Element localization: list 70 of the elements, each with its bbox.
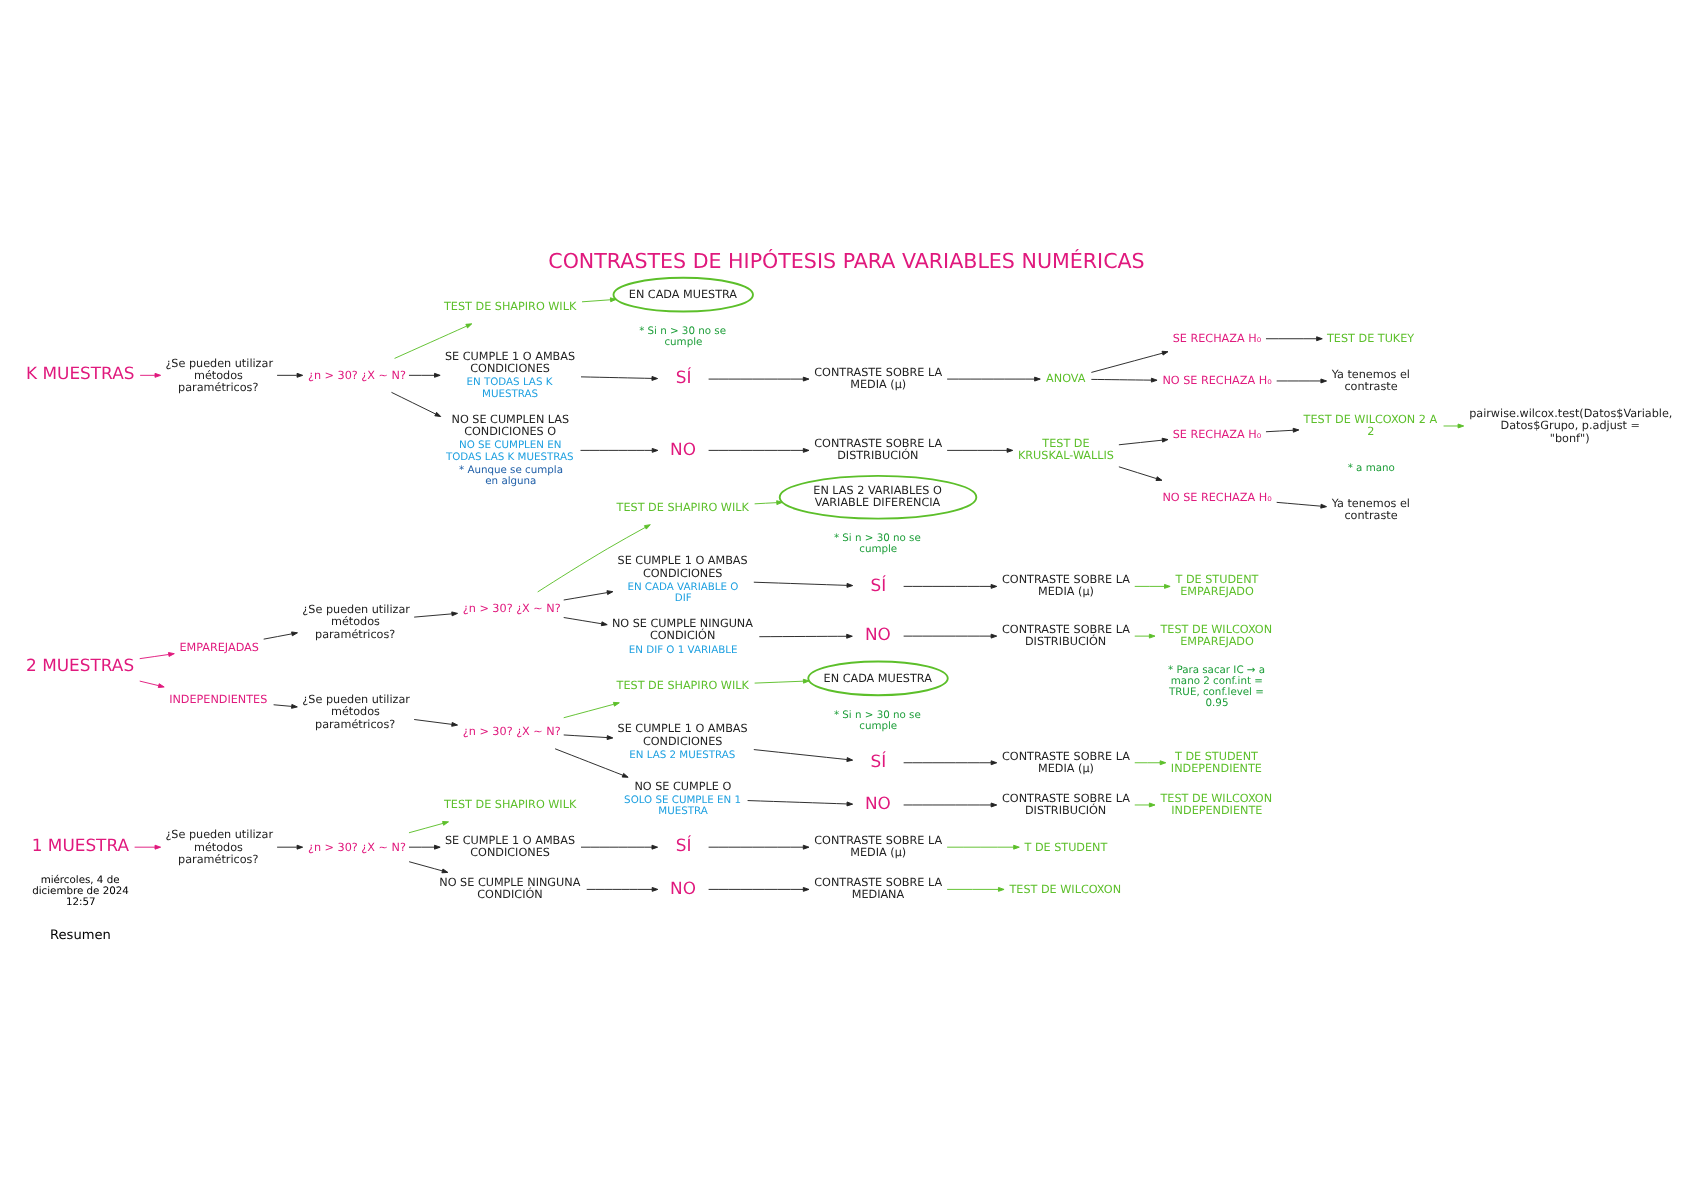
arrow (903, 759, 998, 765)
node-text: NO (864, 623, 891, 644)
arrow (1134, 801, 1156, 807)
arrow (1090, 349, 1169, 372)
arrow (391, 390, 442, 416)
arrow (903, 801, 998, 807)
arrow (903, 582, 998, 588)
arrow (1276, 500, 1327, 508)
arrow (946, 885, 1005, 891)
node-text: 1 MUESTRA (31, 834, 130, 855)
arrow (413, 610, 458, 617)
arrow (903, 632, 998, 638)
arrow (408, 371, 441, 377)
arrow (134, 843, 162, 849)
arrow (1443, 422, 1465, 428)
arrow (273, 702, 298, 708)
arrow (1265, 335, 1323, 341)
node-text: K MUESTRAS (26, 362, 135, 383)
arrow (408, 820, 449, 833)
arrow (747, 799, 854, 806)
arrow (753, 580, 854, 587)
arrow (708, 446, 810, 452)
arrow (1090, 376, 1158, 382)
arrow (580, 843, 659, 849)
node-text: NO (670, 437, 696, 458)
arrow (276, 843, 304, 849)
arrow (139, 371, 162, 377)
arrow (754, 499, 783, 505)
arrow (537, 523, 651, 592)
node-text: SÍ (675, 366, 692, 387)
arrow (580, 374, 659, 380)
arrow (554, 747, 629, 777)
arrow (139, 679, 165, 688)
arrow (1265, 426, 1300, 432)
arrow (276, 371, 304, 377)
arrow (1276, 377, 1327, 383)
arrow (1134, 632, 1156, 638)
arrow (563, 616, 608, 626)
arrow (394, 322, 473, 358)
arrow (708, 843, 810, 849)
arrow (139, 651, 175, 659)
arrow (1134, 582, 1171, 588)
node-text: NO (864, 792, 891, 813)
arrow (754, 677, 810, 683)
arrow (946, 843, 1020, 849)
diagram-title: CONTRASTES DE HIPÓTESIS PARA VARIABLES NUMÉRICAS (548, 249, 1145, 274)
arrow (563, 733, 614, 739)
arrow (563, 589, 614, 600)
arrow (408, 860, 449, 873)
arrow (753, 748, 854, 761)
arrow (263, 630, 298, 639)
arrow (1118, 436, 1169, 445)
arrow (413, 718, 458, 726)
arrow (946, 446, 1014, 452)
node-text: NO (670, 876, 696, 897)
arrow (946, 375, 1041, 381)
node-text: SÍ (675, 834, 692, 855)
arrow (581, 296, 617, 302)
node-text: SÍ (870, 573, 887, 594)
arrow (758, 632, 853, 638)
node-text: SÍ (870, 749, 887, 770)
arrow (708, 375, 810, 381)
arrow (586, 885, 659, 891)
arrow (580, 446, 659, 452)
arrow (1118, 465, 1163, 480)
arrow (708, 885, 810, 891)
arrow (563, 700, 620, 718)
arrow (1134, 759, 1167, 765)
arrow (408, 843, 441, 849)
node-text: 2 MUESTRAS (26, 654, 135, 675)
